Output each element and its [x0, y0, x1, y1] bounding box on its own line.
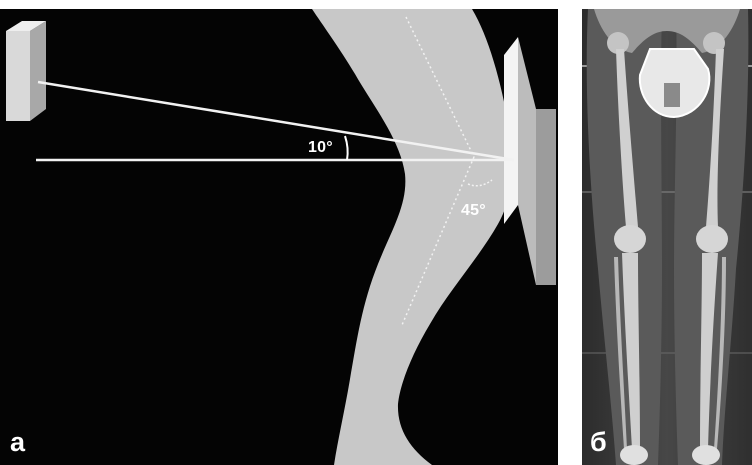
angle-arc-10 [345, 136, 348, 160]
detector-plate-face [504, 37, 518, 224]
xray-source-side [30, 21, 46, 121]
angle-label-45: 45° [461, 202, 486, 220]
xray-source-front [6, 31, 30, 121]
leg-silhouette [312, 9, 513, 465]
panel-letter-a: а [10, 429, 25, 456]
left-knee [614, 225, 646, 253]
right-ankle [692, 445, 720, 465]
left-ankle [620, 445, 648, 465]
panel-a-projection-diagram: 10° 45° а [0, 9, 558, 465]
projection-diagram [0, 9, 558, 465]
panel-letter-b: б [590, 429, 607, 456]
calibration-marker-inner [664, 83, 680, 107]
detector-plate-front [536, 109, 556, 285]
detector-plate-side [518, 37, 536, 285]
panel-b-leg-xray: б [582, 9, 752, 465]
leg-xray-image [582, 9, 752, 465]
angle-label-10: 10° [308, 139, 333, 157]
right-knee [696, 225, 728, 253]
